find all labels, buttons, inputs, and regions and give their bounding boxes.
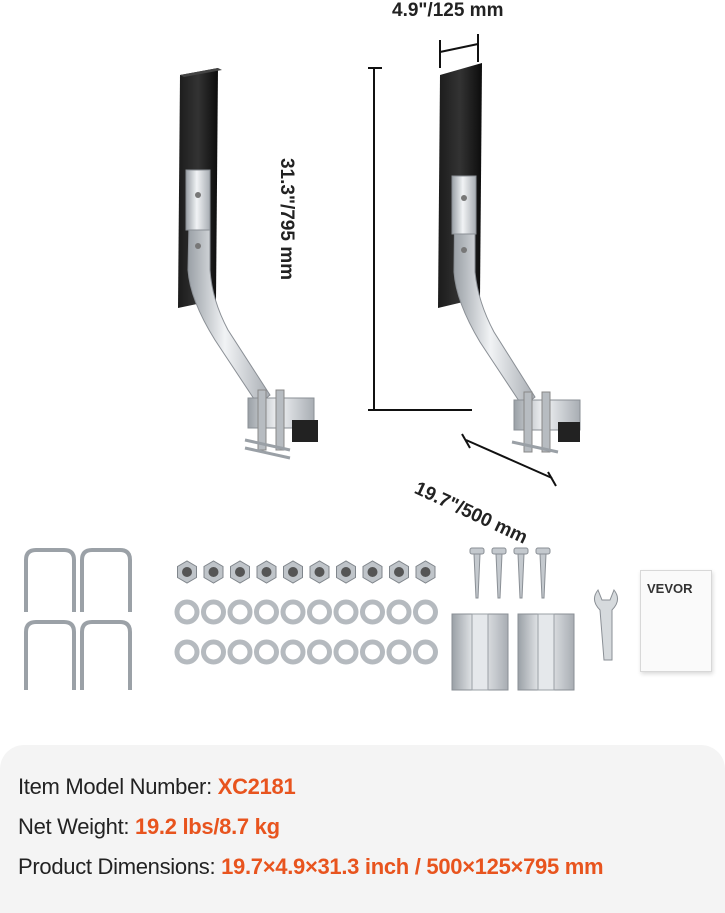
flat-washer [413, 639, 438, 665]
flat-washer-set [174, 599, 438, 665]
wood-screw-set [469, 547, 551, 599]
width-dimension-label: 4.9"/125 mm [392, 0, 504, 21]
nut-hole [182, 567, 192, 577]
dimension-lines [368, 34, 557, 487]
boat-guide-bracket-right [438, 63, 581, 454]
clamp-assembly-right [511, 391, 581, 454]
flat-washer [386, 639, 412, 665]
hex-nut-set [177, 560, 436, 584]
flat-washer [174, 639, 200, 665]
nut-hole [261, 567, 272, 577]
flat-washer [360, 599, 385, 625]
net-weight-value: 19.2 lbs/8.7 kg [135, 814, 280, 839]
nut-hole [367, 567, 378, 577]
model-number-value: XC2181 [217, 774, 296, 799]
flat-washer [307, 599, 332, 625]
clamp-assembly-left [244, 389, 318, 460]
nut-hole [420, 567, 431, 577]
flat-washer [333, 599, 359, 625]
nut-hole [314, 567, 325, 577]
mounting-plate-set [451, 613, 575, 691]
nut-hole [235, 567, 245, 577]
flat-washer [280, 639, 306, 665]
nut-hole [288, 567, 298, 577]
flat-washer [413, 599, 438, 625]
nut-hole [208, 567, 219, 577]
flat-washer [227, 639, 253, 665]
flat-washer [307, 639, 332, 665]
flat-washer [386, 599, 412, 625]
flat-washer [227, 599, 253, 625]
nut-hole [394, 567, 404, 577]
flat-washer [201, 599, 226, 625]
boat-guide-bracket-left [178, 68, 318, 460]
net-weight-row: Net Weight: 19.2 lbs/8.7 kg [18, 814, 280, 840]
nut-hole [341, 567, 351, 577]
dimensions-value: 19.7×4.9×31.3 inch / 500×125×795 mm [221, 854, 604, 879]
flat-washer [201, 639, 226, 665]
flat-washer [280, 599, 306, 625]
net-weight-label: Net Weight: [18, 814, 136, 839]
flat-washer [360, 639, 385, 665]
spec-panel [0, 745, 725, 913]
flat-washer [254, 599, 279, 625]
flat-washer [174, 599, 200, 625]
dimensions-label: Product Dimensions: [18, 854, 222, 879]
vevor-logo: VEVOR [647, 581, 693, 596]
flat-washer [254, 639, 279, 665]
flat-washer [333, 639, 359, 665]
height-dimension-label: 31.3"/795 mm [276, 157, 298, 281]
model-number-label: Item Model Number: [18, 774, 218, 799]
model-number-row: Item Model Number: XC2181 [18, 774, 296, 800]
wrench-icon [594, 589, 618, 661]
instruction-manual: VEVOR [640, 570, 712, 672]
dimensions-row: Product Dimensions: 19.7×4.9×31.3 inch /… [18, 854, 604, 880]
u-bolt-set [24, 548, 132, 690]
